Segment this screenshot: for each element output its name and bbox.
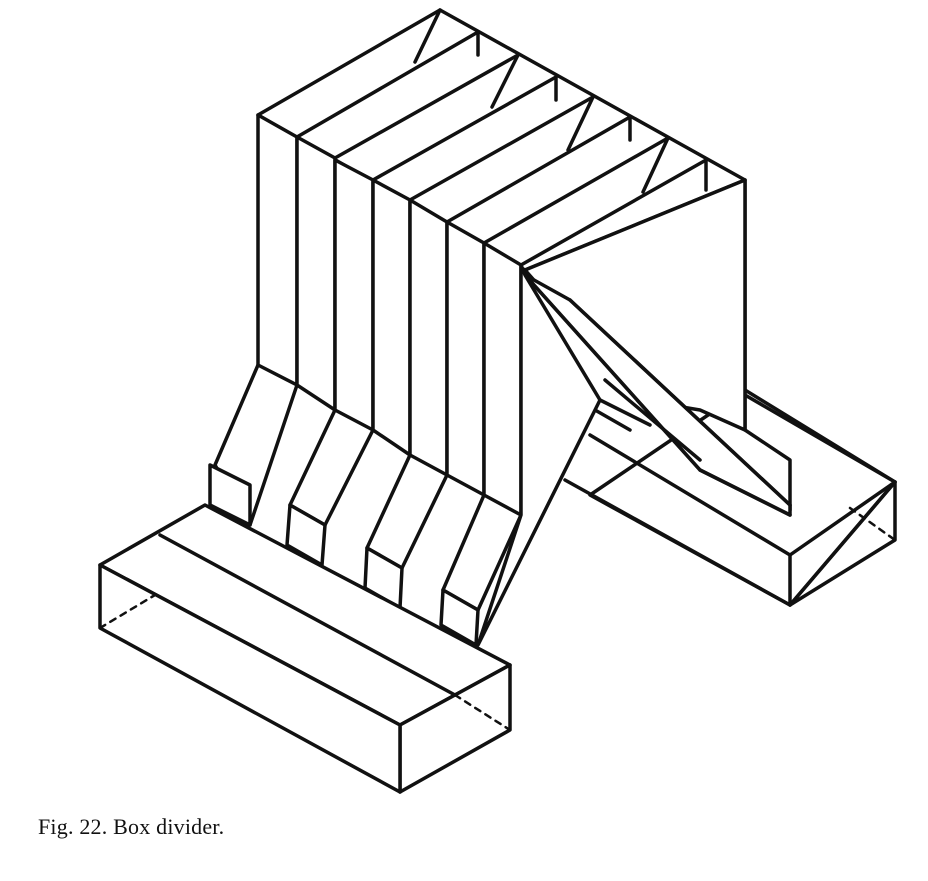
front-dividers bbox=[208, 113, 602, 647]
sloping-plates bbox=[523, 273, 792, 517]
left-base-block bbox=[98, 503, 512, 794]
divider-top-stack bbox=[256, 8, 747, 272]
right-base-block bbox=[563, 388, 897, 607]
figure-caption: Fig. 22. Box divider. bbox=[38, 814, 225, 839]
